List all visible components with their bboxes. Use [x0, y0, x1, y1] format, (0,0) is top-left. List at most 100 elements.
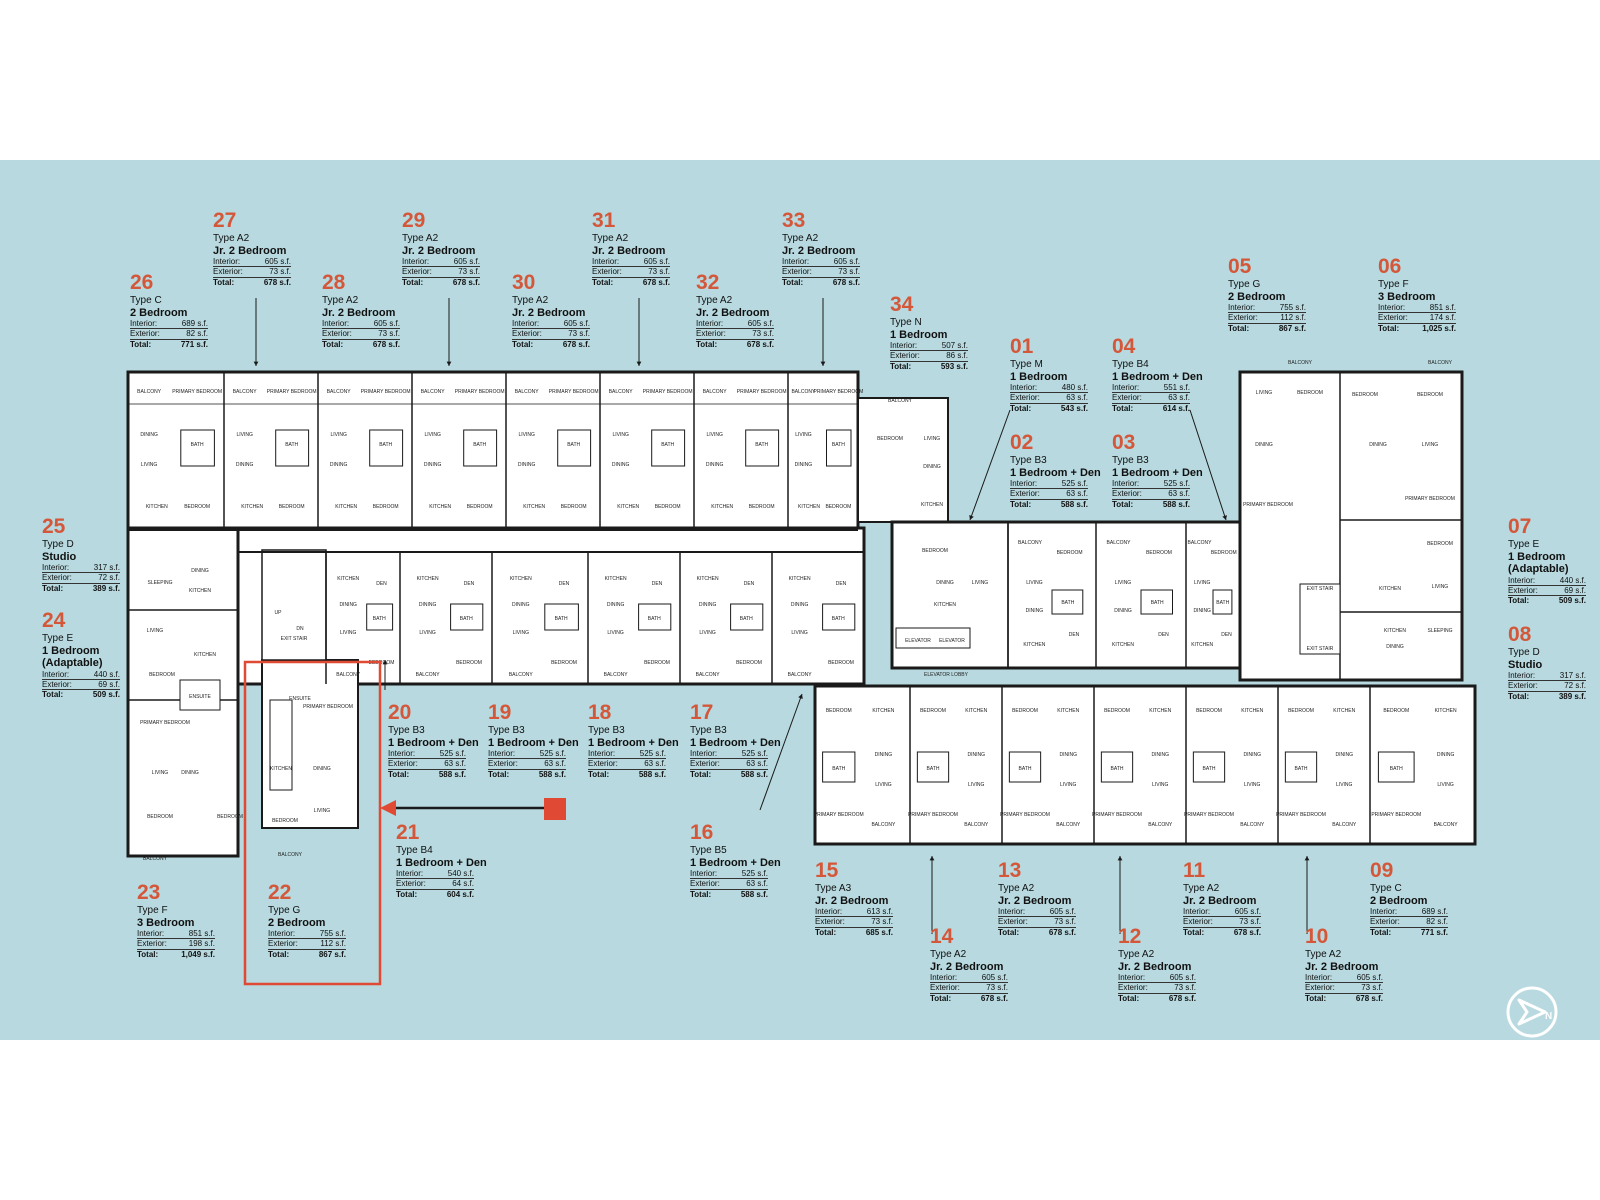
- unit-number: 15: [815, 859, 839, 882]
- unit-interior-row: Interior:755 s.f.: [268, 929, 346, 940]
- bath-fixture: [638, 603, 672, 631]
- room-primary-bedroom: PRIMARY BEDROOM: [172, 389, 222, 395]
- unit-number: 25: [42, 515, 66, 538]
- unit-interior-label: Interior:: [1112, 383, 1140, 393]
- unit-exterior-label: Exterior:: [213, 267, 243, 277]
- unit-exterior-value: 86 s.f.: [946, 351, 968, 361]
- unit-total-value: 588 s.f.: [538, 769, 566, 779]
- room-bedroom: BEDROOM: [149, 672, 175, 678]
- room-bedroom: BEDROOM: [736, 660, 762, 666]
- north-letter: N: [1545, 1011, 1552, 1022]
- room-den: DEN: [1158, 632, 1169, 638]
- room-kitchen: KITCHEN: [1057, 708, 1079, 714]
- unit-type: Type B3: [690, 725, 727, 736]
- unit-interior-value: 851 s.f.: [1429, 303, 1456, 313]
- room-primary-bedroom: PRIMARY BEDROOM: [814, 812, 864, 818]
- room-ensuite: ENSUITE: [289, 696, 311, 702]
- room-living: LIVING: [968, 782, 985, 788]
- room-primary-bedroom: PRIMARY BEDROOM: [1184, 812, 1234, 818]
- room-sleeping: SLEEPING: [1427, 628, 1452, 634]
- room-bedroom: BEDROOM: [272, 818, 298, 824]
- unit-exterior-value: 63 s.f.: [746, 759, 768, 769]
- unit-title: Jr. 2 Bedroom: [782, 244, 856, 257]
- unit-interior-label: Interior:: [268, 929, 296, 939]
- unit-exterior-value: 72 s.f.: [1564, 681, 1586, 691]
- room-bath: BATH: [927, 766, 940, 772]
- unit-interior-value: 689 s.f.: [1421, 907, 1448, 917]
- unit-total-label: Total:: [890, 361, 912, 371]
- unit-interior-row: Interior:605 s.f.: [1183, 907, 1261, 918]
- unit-total-value: 678 s.f.: [562, 339, 590, 349]
- unit-interior-value: 605 s.f.: [833, 257, 860, 267]
- unit-exterior-value: 73 s.f.: [1054, 917, 1076, 927]
- bath-fixture: [1192, 751, 1226, 783]
- room-living: LIVING: [699, 630, 716, 636]
- unit-exterior-row: Exterior:63 s.f.: [1010, 489, 1088, 500]
- room-kitchen: KITCHEN: [241, 504, 263, 510]
- unit-exterior-value: 63 s.f.: [1066, 393, 1088, 403]
- room-living: LIVING: [147, 628, 164, 634]
- unit-title: 1 Bedroom + Den: [690, 736, 781, 749]
- unit-exterior-row: Exterior:63 s.f.: [388, 759, 466, 770]
- unit-interior-value: 689 s.f.: [181, 319, 208, 329]
- room-bedroom: BEDROOM: [279, 504, 305, 510]
- unit-total-label: Total:: [1118, 993, 1140, 1003]
- unit-interior-value: 605 s.f.: [747, 319, 774, 329]
- unit-total-row: Total:509 s.f.: [42, 690, 120, 699]
- unit-interior-value: 440 s.f.: [1559, 575, 1586, 585]
- unit-interior-row: Interior:613 s.f.: [815, 907, 893, 918]
- unit-number: 24: [42, 609, 66, 632]
- room-living: LIVING: [612, 432, 629, 438]
- unit-number: 13: [998, 859, 1022, 882]
- unit-total-label: Total:: [268, 949, 290, 959]
- unit-type: Type A2: [322, 295, 359, 306]
- unit-total-value: 1,049 s.f.: [181, 949, 215, 959]
- unit-exterior-row: Exterior:73 s.f.: [815, 917, 893, 928]
- unit-total-value: 678 s.f.: [263, 277, 291, 287]
- room-kitchen: KITCHEN: [617, 504, 639, 510]
- leader-16-head: [798, 694, 803, 699]
- room-bedroom: BEDROOM: [147, 814, 173, 820]
- room-balcony: BALCONY: [1288, 360, 1313, 366]
- unit-number: 20: [388, 701, 412, 724]
- room-balcony: BALCONY: [604, 672, 629, 678]
- unit-interior-value: 525 s.f.: [741, 869, 768, 879]
- unit-total-label: Total:: [930, 993, 952, 1003]
- bath-fixture: [1051, 589, 1084, 615]
- unit-interior-row: Interior:605 s.f.: [930, 973, 1008, 984]
- room-dining: DINING: [967, 752, 985, 758]
- room-kitchen: KITCHEN: [965, 708, 987, 714]
- room-bath: BATH: [755, 442, 768, 448]
- unit-interior-row: Interior:605 s.f.: [782, 257, 860, 268]
- unit-interior-value: 525 s.f.: [639, 749, 666, 759]
- unit-exterior-row: Exterior:63 s.f.: [1112, 489, 1190, 500]
- unit-total-value: 543 s.f.: [1060, 403, 1088, 413]
- room-den: DEN: [744, 581, 755, 587]
- unit-number: 16: [690, 821, 714, 844]
- room-dining: DINING: [706, 462, 724, 468]
- unit-interior-label: Interior:: [1118, 973, 1146, 983]
- room-kitchen: KITCHEN: [335, 504, 357, 510]
- unit-exterior-row: Exterior:64 s.f.: [396, 879, 474, 890]
- room-living: LIVING: [236, 432, 253, 438]
- bath-fixture: [180, 429, 215, 467]
- room-living: LIVING: [152, 770, 169, 776]
- bath-fixture: [1008, 751, 1042, 783]
- room-den: DEN: [464, 581, 475, 587]
- unit-number: 14: [930, 925, 954, 948]
- unit-interior-value: 551 s.f.: [1163, 383, 1190, 393]
- unit-number: 06: [1378, 255, 1402, 278]
- bath-fixture: [179, 679, 221, 711]
- unit-exterior-label: Exterior:: [1010, 393, 1040, 403]
- unit-exterior-label: Exterior:: [930, 983, 960, 993]
- room-kitchen: KITCHEN: [1191, 642, 1213, 648]
- unit-interior-value: 507 s.f.: [941, 341, 968, 351]
- unit-interior-label: Interior:: [815, 907, 843, 917]
- room-kitchen: KITCHEN: [872, 708, 894, 714]
- unit-total-row: Total:678 s.f.: [696, 340, 774, 349]
- room-dining: DINING: [181, 770, 199, 776]
